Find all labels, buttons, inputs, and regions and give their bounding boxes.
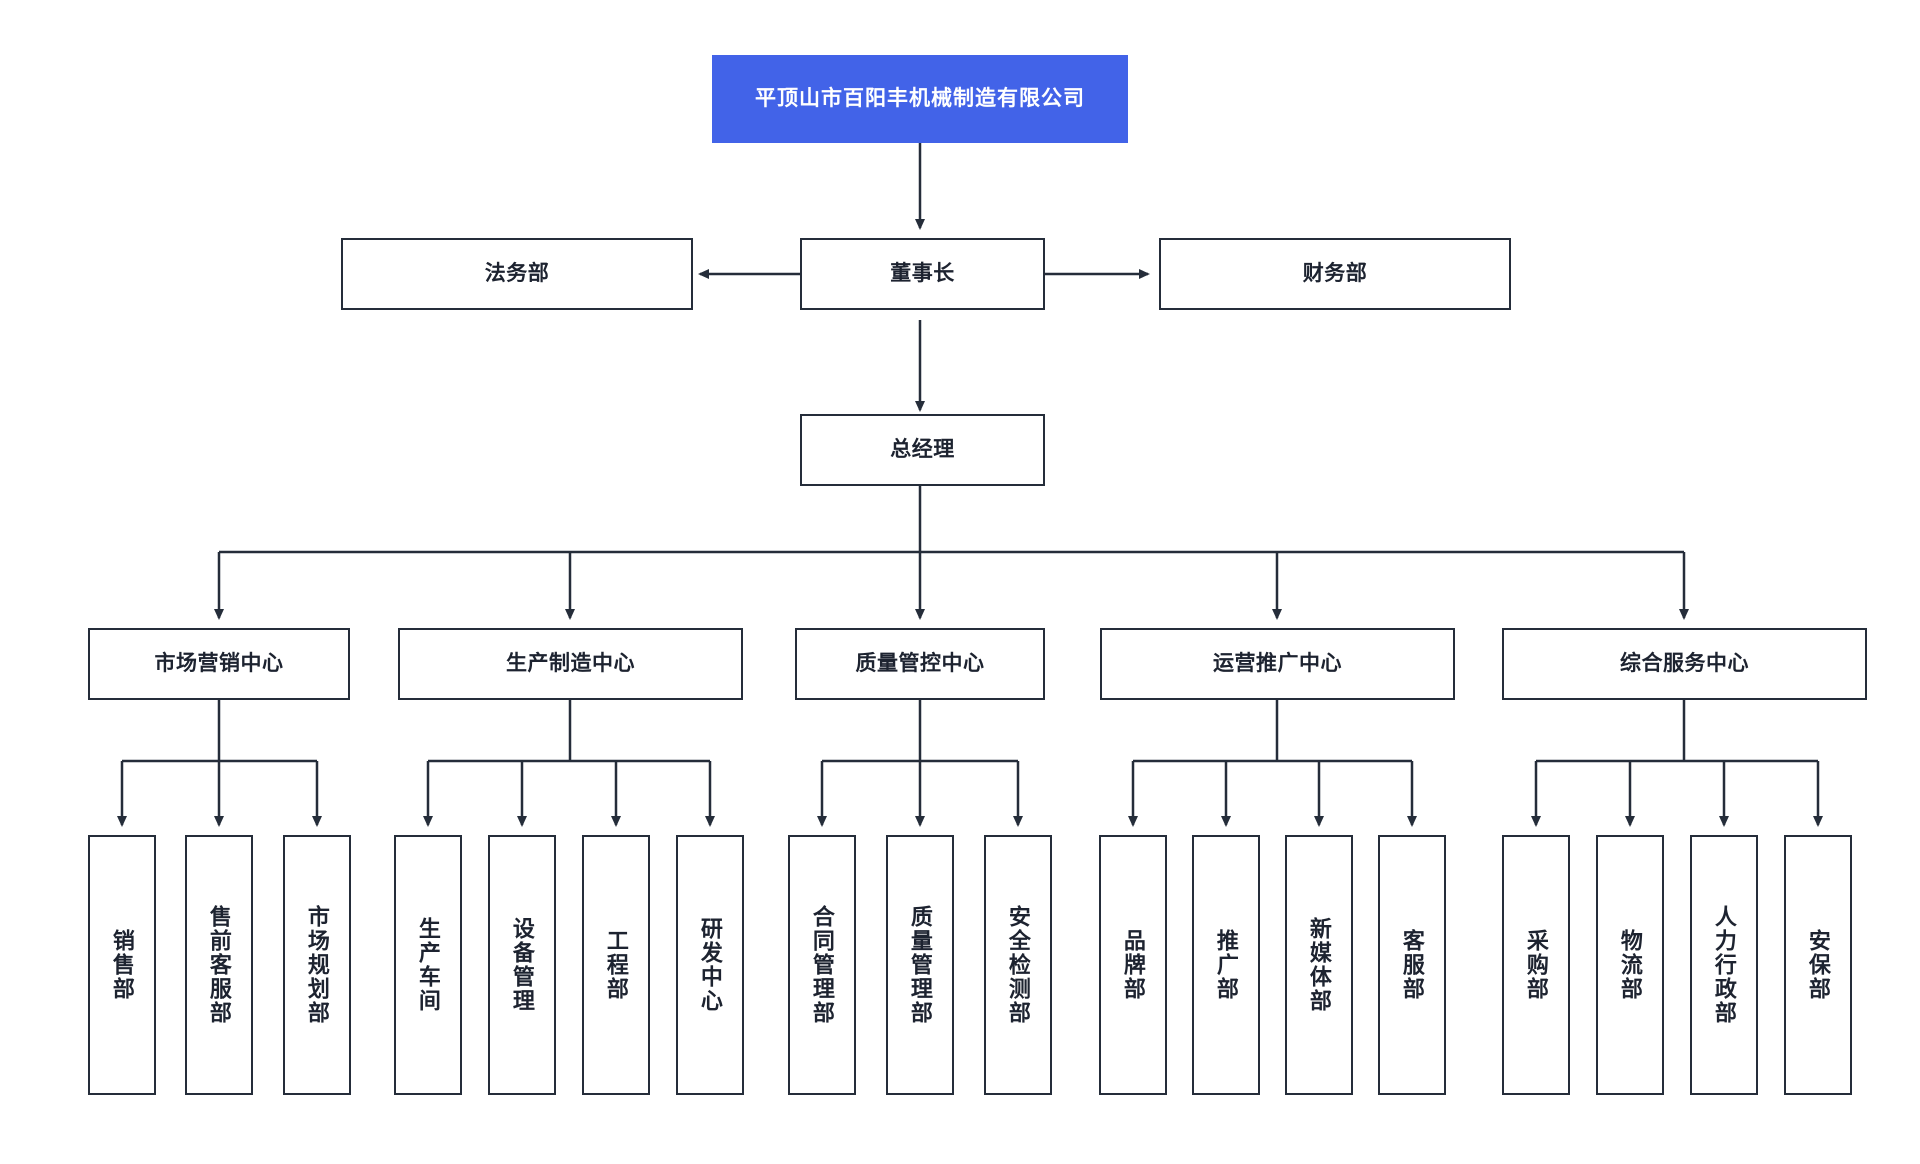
node-label: 运营推广中心 bbox=[1213, 651, 1342, 675]
node-dept-security[interactable]: 安保部 bbox=[1784, 835, 1852, 1095]
node-label: 市场营销中心 bbox=[154, 651, 284, 675]
node-label: 财务部 bbox=[1302, 261, 1368, 285]
node-dept-promotion[interactable]: 推广部 bbox=[1192, 835, 1260, 1095]
node-label: 采购部 bbox=[1523, 929, 1549, 1001]
node-dept-sales[interactable]: 销售部 bbox=[88, 835, 156, 1095]
node-label: 质量管控中心 bbox=[855, 651, 985, 675]
node-dept-brand[interactable]: 品牌部 bbox=[1099, 835, 1167, 1095]
node-center-general-services[interactable]: 综合服务中心 bbox=[1502, 628, 1867, 700]
node-company-root[interactable]: 平顶山市百阳丰机械制造有限公司 bbox=[712, 55, 1128, 143]
node-general-manager[interactable]: 总经理 bbox=[800, 414, 1045, 486]
node-label: 人力行政部 bbox=[1711, 905, 1737, 1025]
node-center-quality[interactable]: 质量管控中心 bbox=[795, 628, 1045, 700]
node-center-marketing[interactable]: 市场营销中心 bbox=[88, 628, 350, 700]
node-label: 物流部 bbox=[1617, 929, 1643, 1001]
node-dept-equipment-management[interactable]: 设备管理 bbox=[488, 835, 556, 1095]
node-label: 董事长 bbox=[890, 261, 955, 285]
node-dept-engineering[interactable]: 工程部 bbox=[582, 835, 650, 1095]
node-label: 售前客服部 bbox=[206, 905, 232, 1025]
node-label: 客服部 bbox=[1399, 929, 1425, 1001]
node-dept-hr-administration[interactable]: 人力行政部 bbox=[1690, 835, 1758, 1095]
node-label: 研发中心 bbox=[697, 917, 723, 1013]
node-label: 平顶山市百阳丰机械制造有限公司 bbox=[755, 86, 1085, 110]
node-dept-rnd-center[interactable]: 研发中心 bbox=[676, 835, 744, 1095]
node-label: 综合服务中心 bbox=[1620, 651, 1749, 675]
node-label: 工程部 bbox=[603, 929, 629, 1001]
node-dept-logistics[interactable]: 物流部 bbox=[1596, 835, 1664, 1095]
node-center-operations[interactable]: 运营推广中心 bbox=[1100, 628, 1455, 700]
node-label: 生产制造中心 bbox=[506, 651, 635, 675]
node-legal-department[interactable]: 法务部 bbox=[341, 238, 693, 310]
node-label: 法务部 bbox=[484, 261, 550, 285]
node-finance-department[interactable]: 财务部 bbox=[1159, 238, 1511, 310]
node-dept-contract-management[interactable]: 合同管理部 bbox=[788, 835, 856, 1095]
node-label: 品牌部 bbox=[1120, 929, 1146, 1001]
node-chairman[interactable]: 董事长 bbox=[800, 238, 1045, 310]
node-dept-procurement[interactable]: 采购部 bbox=[1502, 835, 1570, 1095]
node-label: 质量管理部 bbox=[907, 905, 933, 1025]
node-label: 安全检测部 bbox=[1005, 905, 1031, 1025]
node-label: 市场规划部 bbox=[304, 905, 330, 1025]
node-center-manufacturing[interactable]: 生产制造中心 bbox=[398, 628, 743, 700]
node-dept-presales-service[interactable]: 售前客服部 bbox=[185, 835, 253, 1095]
node-label: 推广部 bbox=[1213, 929, 1239, 1001]
node-label: 销售部 bbox=[109, 929, 135, 1001]
node-label: 新媒体部 bbox=[1306, 917, 1332, 1013]
node-label: 生产车间 bbox=[415, 917, 441, 1013]
node-dept-safety-inspection[interactable]: 安全检测部 bbox=[984, 835, 1052, 1095]
node-label: 合同管理部 bbox=[809, 905, 835, 1025]
node-dept-production-workshop[interactable]: 生产车间 bbox=[394, 835, 462, 1095]
node-dept-customer-service[interactable]: 客服部 bbox=[1378, 835, 1446, 1095]
node-label: 安保部 bbox=[1805, 929, 1831, 1001]
node-label: 总经理 bbox=[890, 437, 955, 461]
node-dept-quality-management[interactable]: 质量管理部 bbox=[886, 835, 954, 1095]
node-dept-market-planning[interactable]: 市场规划部 bbox=[283, 835, 351, 1095]
node-label: 设备管理 bbox=[509, 917, 535, 1013]
node-dept-new-media[interactable]: 新媒体部 bbox=[1285, 835, 1353, 1095]
